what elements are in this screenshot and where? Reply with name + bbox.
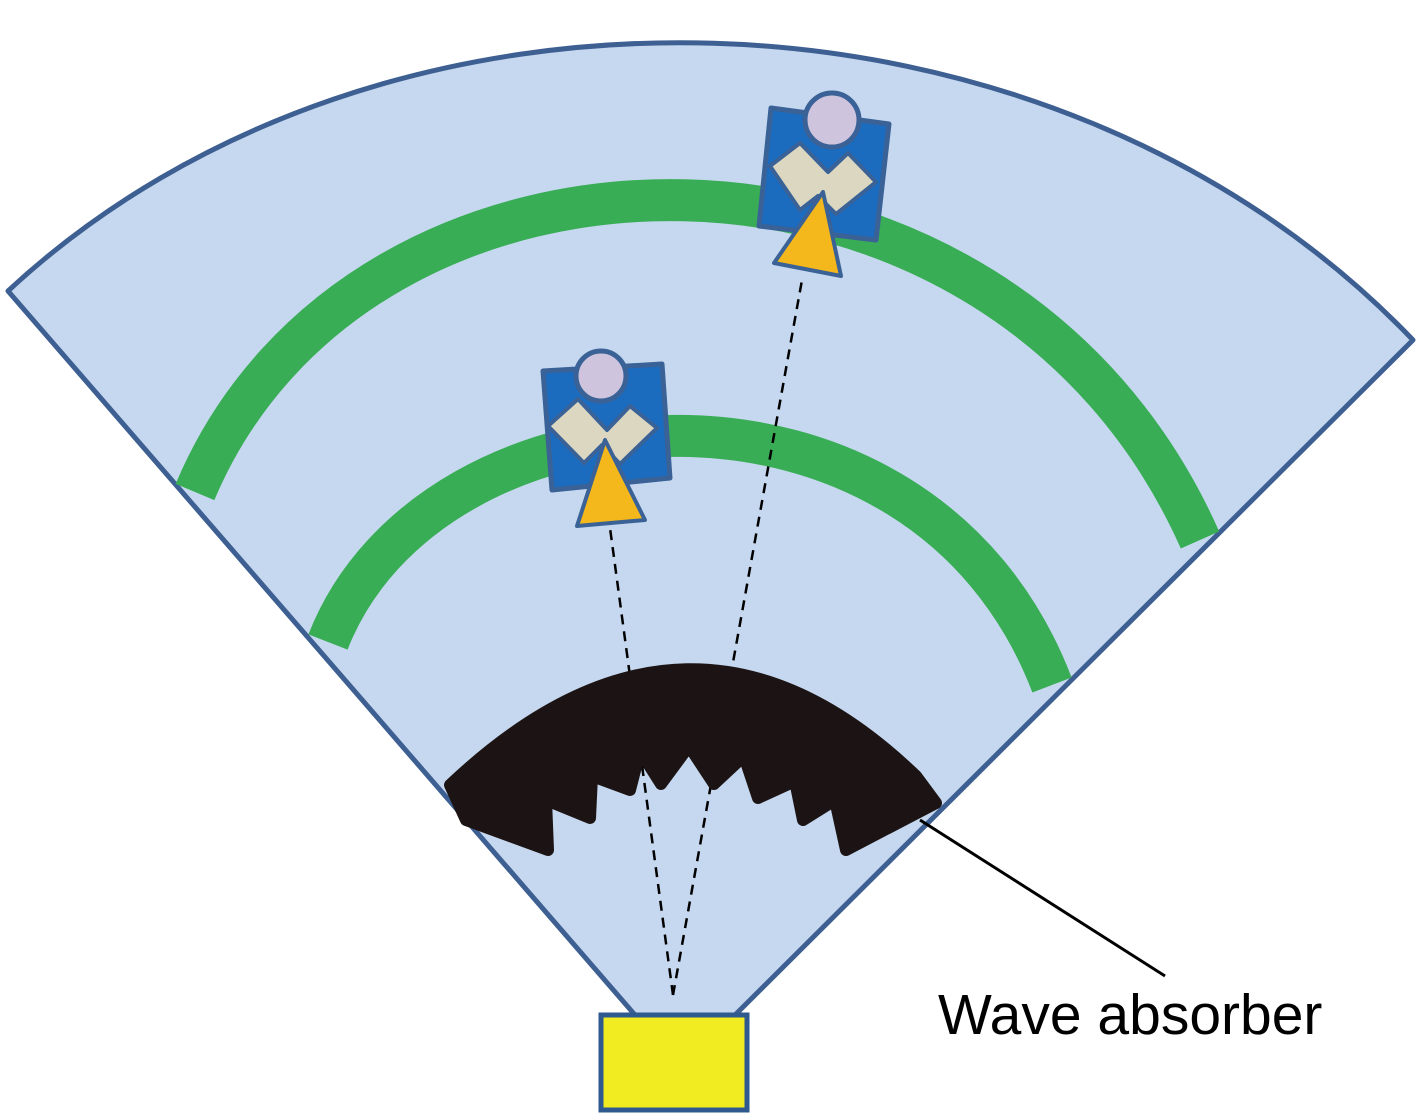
- radar-source-box: [598, 1012, 750, 1113]
- beam-line-far-person: [671, 279, 804, 996]
- beam-line-near-person: [608, 527, 675, 996]
- person-near: [540, 348, 673, 528]
- person-far: [756, 90, 892, 278]
- absorber-leader-line: [919, 818, 1166, 978]
- person-near-head: [573, 348, 629, 404]
- person-far-head: [802, 90, 862, 150]
- person-far-triangle: [772, 190, 843, 278]
- person-near-triangle: [575, 438, 647, 528]
- wave-absorber: [444, 663, 942, 856]
- outer-wave-arc: [175, 179, 1220, 549]
- person-far-collar: [768, 141, 878, 216]
- wave-absorber-label: Wave absorber: [938, 983, 1322, 1047]
- inner-wave-arc: [308, 414, 1072, 693]
- person-near-collar: [546, 397, 659, 466]
